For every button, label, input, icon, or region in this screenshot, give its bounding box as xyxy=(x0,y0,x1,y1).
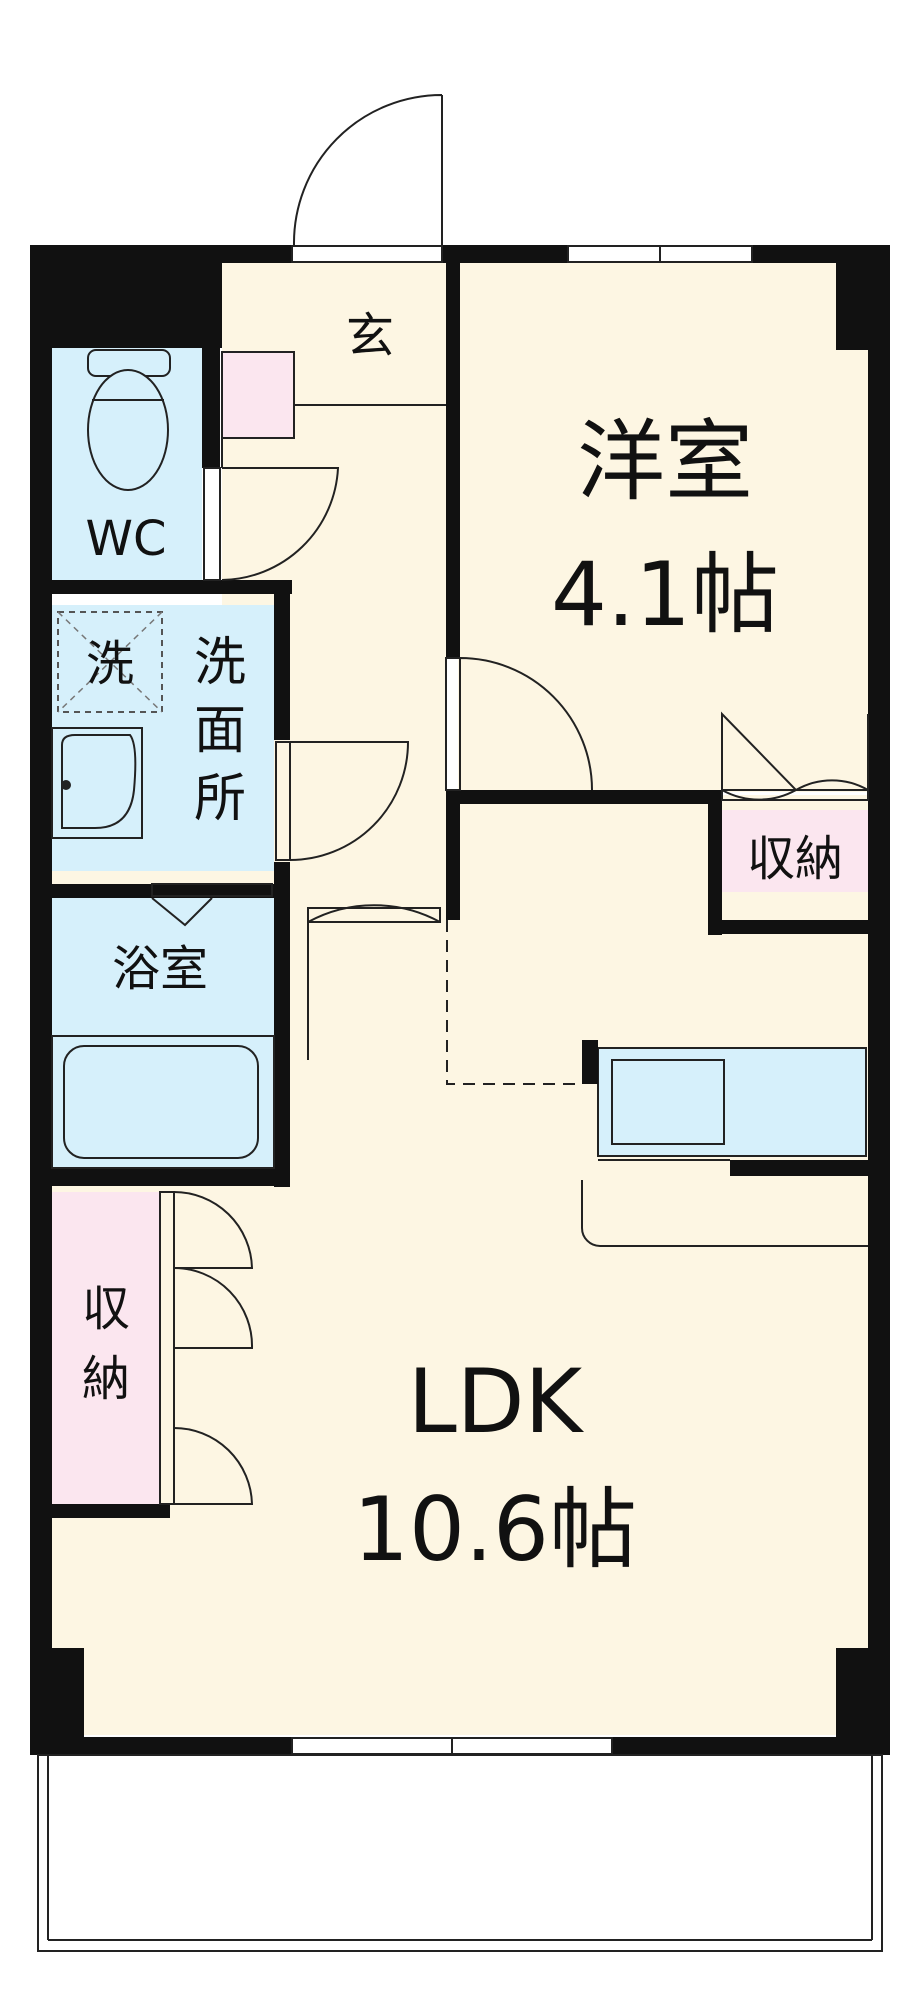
ldk-name: LDK xyxy=(408,1350,585,1453)
washing-machine-icon xyxy=(57,611,163,713)
washbasin-icon xyxy=(51,727,143,839)
washroom-label-3: 所 xyxy=(194,769,246,829)
wall-bottom-left xyxy=(30,1737,292,1755)
wall-bottom-right xyxy=(612,1737,890,1755)
wall-wash-right xyxy=(274,580,290,740)
ldk-door xyxy=(307,904,441,1060)
storage-right-label: 収納 xyxy=(747,831,843,887)
western-room-size: 4.1帖 xyxy=(551,543,779,646)
washroom-label-2: 面 xyxy=(194,701,246,761)
storage-left-door-1 xyxy=(173,1191,254,1269)
wall-kitchen-post xyxy=(582,1040,598,1084)
kitchen-dashed-line xyxy=(446,920,582,1085)
storage-left-label-1: 収 xyxy=(82,1281,130,1337)
corner-top-right xyxy=(836,245,890,350)
wall-top-middle xyxy=(442,245,568,263)
storage-left-label-2: 納 xyxy=(82,1351,130,1407)
storage-left-floor xyxy=(52,1192,160,1504)
washroom-door xyxy=(289,741,410,861)
wall-storage-right-bottom xyxy=(708,920,890,934)
wc-label: WC xyxy=(86,511,167,567)
entrance-label: 玄 xyxy=(346,308,394,364)
wall-kitchen-bottom xyxy=(730,1160,890,1176)
sink xyxy=(611,1059,725,1145)
kitchen-counter xyxy=(597,1047,867,1157)
bathtub-icon xyxy=(51,1035,275,1169)
shoe-cabinet xyxy=(221,351,295,439)
wall-outer-right xyxy=(868,245,890,1755)
western-room-name: 洋室 xyxy=(577,410,753,513)
wall-wc-right xyxy=(202,348,220,468)
bath-label: 浴室 xyxy=(112,941,208,997)
wall-western-bottom xyxy=(446,790,722,804)
balcony xyxy=(37,1754,883,1952)
wall-storage-left-bottom xyxy=(30,1504,170,1518)
storage-right-door-b xyxy=(795,714,869,792)
wall-hall-west xyxy=(446,245,460,657)
wall-wc-bottom xyxy=(30,580,292,594)
wall-outer-left xyxy=(30,245,52,1755)
kitchen-counter-edge xyxy=(581,1159,868,1247)
storage-left-door-2 xyxy=(173,1267,254,1349)
wall-wash-bottom xyxy=(30,884,290,898)
labels: 玄 洋室 4.1帖 WC 洗 洗 面 所 浴室 収納 収 納 LDK 10.6帖 xyxy=(82,308,843,1581)
window-entrance xyxy=(291,245,443,263)
western-room-floor xyxy=(458,262,868,792)
storage-left-door-3 xyxy=(173,1427,254,1505)
wall-wash-right-lower xyxy=(274,862,290,1187)
walls xyxy=(30,245,890,1755)
washer-label: 洗 xyxy=(86,636,134,692)
wc-door xyxy=(221,467,340,581)
wall-hall-west-lower xyxy=(446,790,460,920)
corner-bottom-left xyxy=(30,1648,84,1755)
corner-bottom-right xyxy=(836,1648,890,1755)
corner-top-left xyxy=(30,245,222,348)
floor-fills xyxy=(48,262,868,1735)
doors xyxy=(151,94,869,1505)
wall-storage-right-left xyxy=(708,795,722,935)
entrance-door xyxy=(292,94,443,246)
fixtures xyxy=(51,349,275,1169)
bath-door xyxy=(151,897,213,927)
storage-right-floor xyxy=(722,810,868,892)
wall-bath-bottom xyxy=(30,1168,290,1186)
washroom-label-1: 洗 xyxy=(194,633,246,693)
toilet-icon xyxy=(87,349,171,491)
ldk-size: 10.6帖 xyxy=(353,1478,637,1581)
